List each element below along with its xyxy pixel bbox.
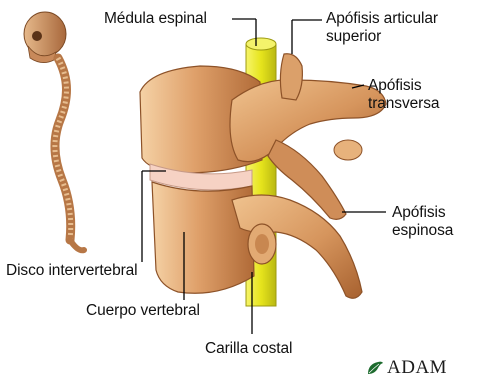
label-apofisis-transversa-line2: transversa (368, 95, 439, 112)
label-apofisis-espinosa-line1: Apófisis (392, 204, 445, 221)
adam-logo-text: ADAM (387, 357, 447, 379)
adam-logo: ADAM (366, 358, 447, 378)
label-apofisis-articular-line2: superior (326, 28, 381, 45)
label-cuerpo-vertebral: Cuerpo vertebral (86, 302, 200, 319)
label-carilla-costal: Carilla costal (205, 340, 292, 357)
label-apofisis-articular-line1: Apófisis articular (326, 10, 438, 27)
label-medula-espinal: Médula espinal (104, 10, 207, 27)
label-disco-intervertebral: Disco intervertebral (6, 262, 138, 279)
label-apofisis-transversa-line1: Apófisis (368, 77, 421, 94)
label-apofisis-espinosa-line2: espinosa (392, 222, 453, 239)
skeleton-spine-thumbnail (24, 12, 84, 250)
adam-leaf-icon (366, 360, 384, 376)
